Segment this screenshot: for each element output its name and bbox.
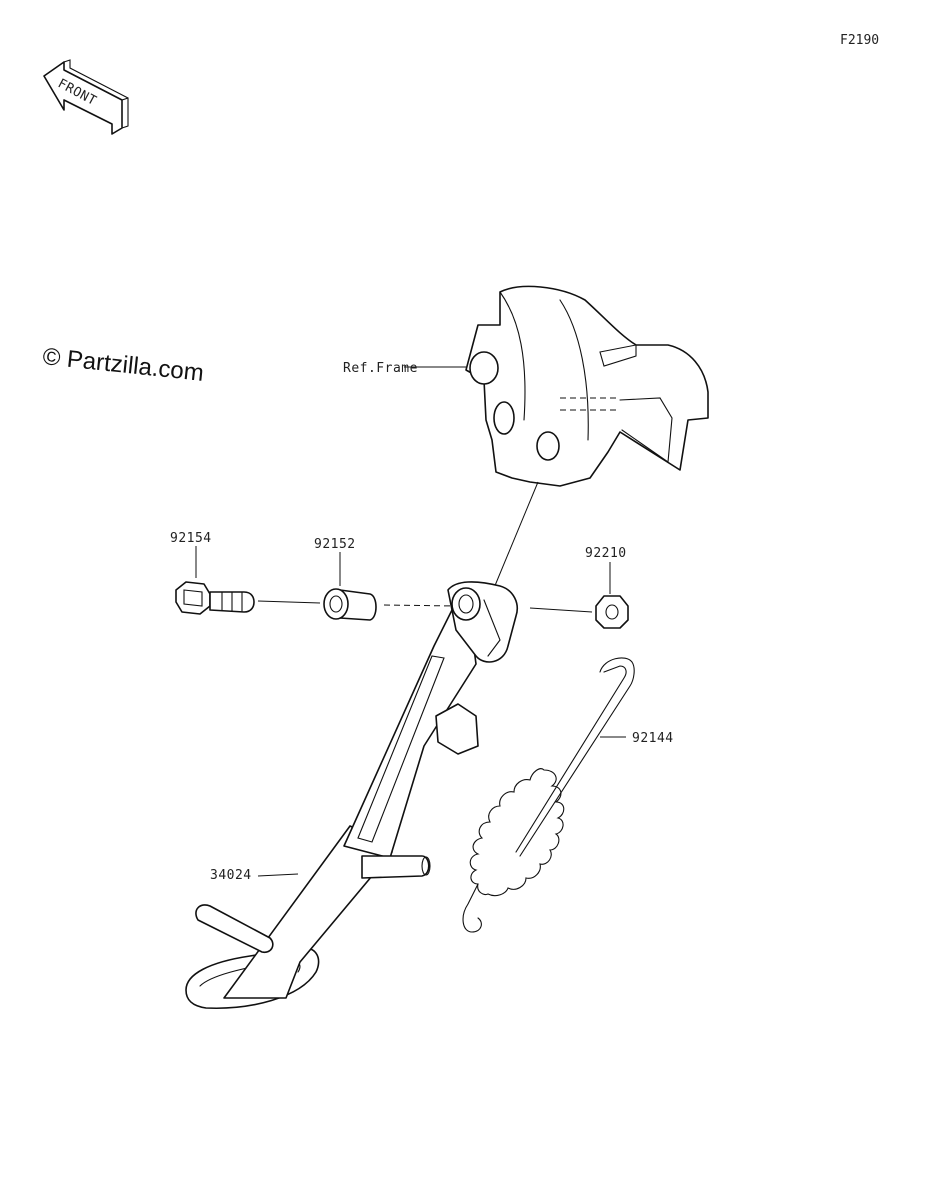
side-stand-34024	[185, 581, 518, 1010]
label-side-stand: 34024	[210, 868, 252, 883]
watermark: © Partzilla.com	[41, 343, 205, 387]
frame-reference	[465, 285, 709, 487]
spring-92144	[462, 657, 635, 933]
nut-92210	[595, 595, 629, 629]
label-spring: 92144	[632, 731, 674, 746]
label-ref-frame: Ref.Frame	[343, 361, 418, 376]
label-nut: 92210	[585, 546, 627, 561]
label-bolt: 92154	[170, 531, 212, 546]
collar-92152	[323, 588, 377, 621]
diagram-code: F2190	[840, 33, 879, 48]
bolt-92154	[175, 581, 255, 615]
front-arrow-icon: FRONT	[43, 59, 129, 135]
label-collar: 92152	[314, 537, 356, 552]
